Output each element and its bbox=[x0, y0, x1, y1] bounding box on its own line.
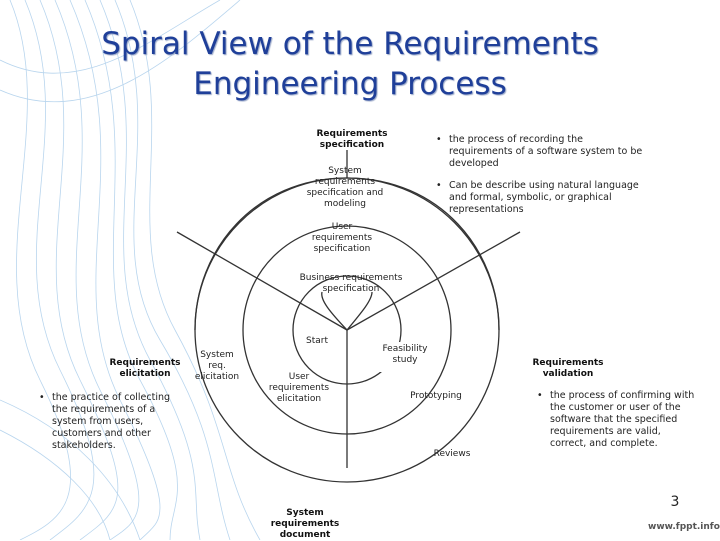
outer-spiral-left bbox=[194, 177, 348, 331]
label-feasibility-study: Feasibility study bbox=[382, 344, 428, 365]
label-start: Start bbox=[306, 336, 328, 346]
bullet-spec-1-text: the process of recording the requirement… bbox=[449, 134, 643, 169]
bullet-dot: • bbox=[436, 180, 442, 191]
label-business-req-spec: Business requirements specification bbox=[299, 273, 403, 294]
divider-right bbox=[346, 231, 521, 331]
bullet-elicitation-text: the practice of collecting the requireme… bbox=[52, 392, 171, 451]
label-user-req-spec: User requirements specification bbox=[311, 222, 373, 254]
title-line-2: Engineering Process bbox=[193, 66, 507, 102]
bullet-dot: • bbox=[39, 392, 45, 403]
label-req-elicitation: Requirements elicitation bbox=[109, 358, 181, 379]
divider-left bbox=[176, 231, 348, 331]
label-req-validation: Requirements validation bbox=[532, 358, 604, 379]
bullet-dot: • bbox=[537, 390, 543, 401]
label-sys-req-document: System requirements document bbox=[270, 508, 340, 540]
label-prototyping: Prototyping bbox=[410, 391, 462, 401]
spiral-start-arc-right bbox=[346, 291, 373, 331]
outer-spiral-arc bbox=[346, 177, 500, 331]
label-user-req-elicitation: User requirements elicitation bbox=[268, 372, 330, 404]
title-line-1: Spiral View of the Requirements bbox=[101, 26, 599, 62]
label-reviews: Reviews bbox=[433, 449, 471, 459]
footer-url: www.fppt.info bbox=[648, 522, 720, 532]
bullet-validation: • the process of confirming with the cus… bbox=[537, 390, 696, 450]
bullet-validation-text: the process of confirming with the custo… bbox=[550, 390, 695, 449]
label-sys-req-spec-modeling: System requirements specification and mo… bbox=[306, 166, 384, 209]
label-req-spec: Requirements specification bbox=[316, 129, 388, 150]
label-system-req-elicitation: System req. elicitation bbox=[194, 350, 240, 382]
slide-number: 3 bbox=[670, 494, 680, 510]
spiral-start-arc bbox=[321, 291, 348, 331]
bullet-spec-2-text: Can be describe using natural language a… bbox=[449, 180, 639, 215]
slide-title: Spiral View of the Requirements Engineer… bbox=[40, 24, 660, 104]
bullet-spec-2: • Can be describe using natural language… bbox=[436, 180, 649, 216]
feasibility-box bbox=[378, 342, 440, 372]
bullet-dot: • bbox=[436, 134, 442, 145]
bullet-elicitation: • the practice of collecting the require… bbox=[39, 392, 182, 452]
bullet-spec-1: • the process of recording the requireme… bbox=[436, 134, 649, 170]
